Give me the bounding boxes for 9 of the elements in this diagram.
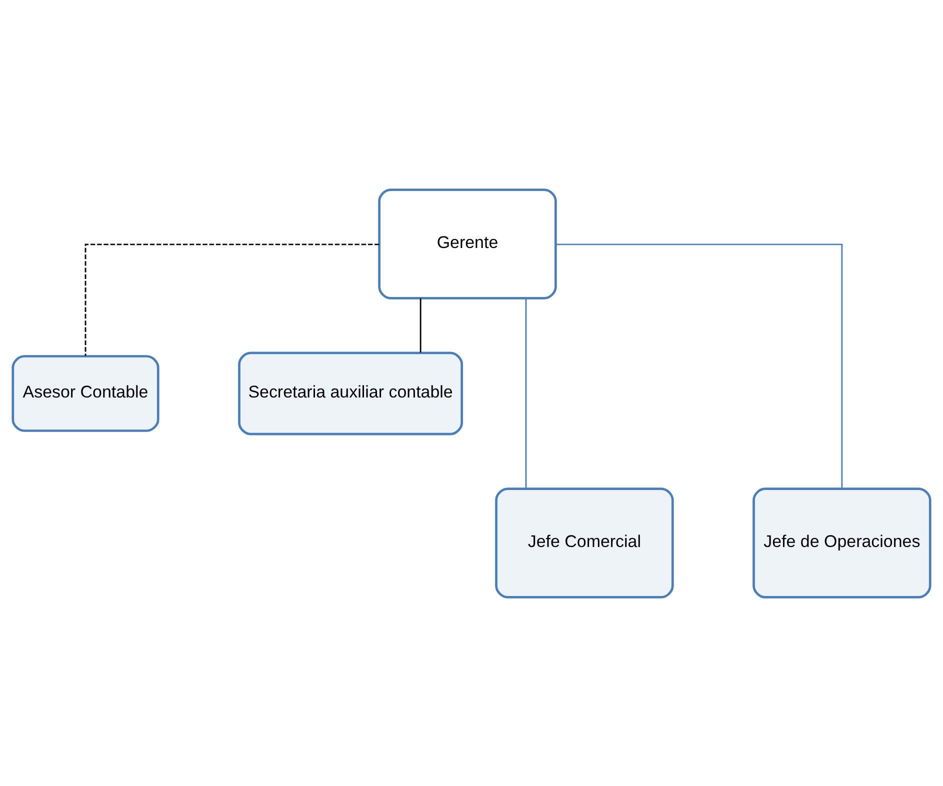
node-box: Secretaria auxiliar contable [238, 351, 463, 435]
node-box: Jefe de Operaciones [752, 487, 932, 598]
node-box: Gerente [378, 188, 557, 299]
connector [420, 298, 422, 352]
node-box: Jefe Comercial [495, 487, 674, 598]
connector [525, 298, 527, 488]
connector [556, 243, 843, 488]
connector [84, 243, 380, 356]
node-box: Asesor Contable [12, 354, 160, 432]
